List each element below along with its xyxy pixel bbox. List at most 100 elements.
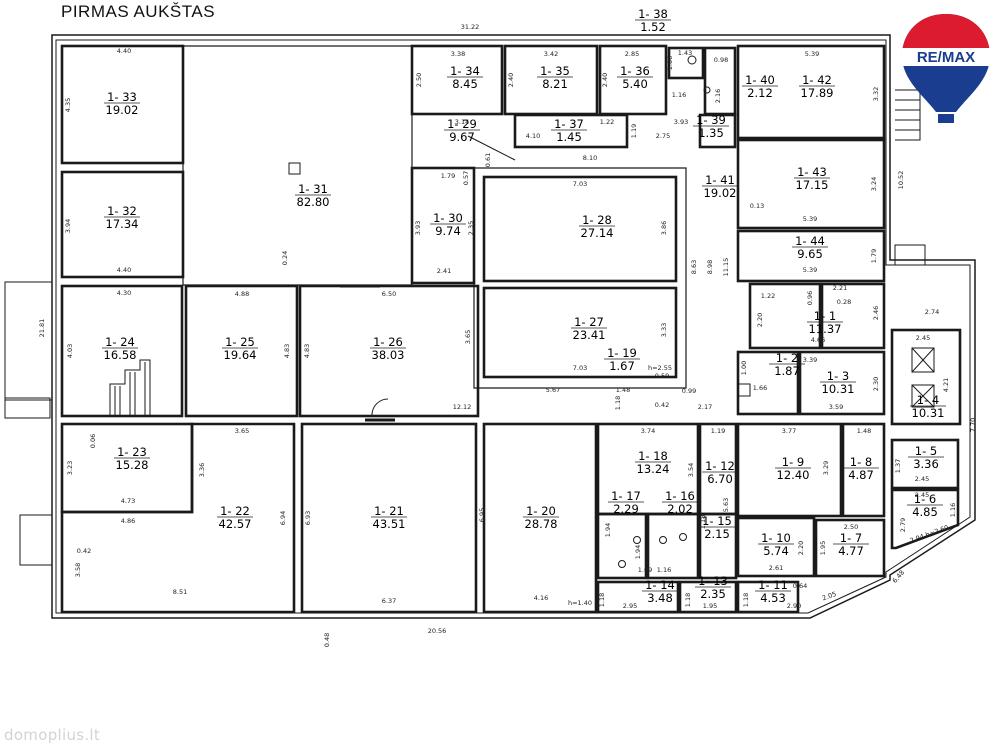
room-id-label: 1- 28 [582, 213, 612, 227]
room-id-label: 1- 1 [814, 309, 836, 323]
dimension-label: 1.79 [441, 172, 455, 180]
dimension-label: 4.40 [117, 47, 131, 55]
room-area-label: 2.35 [700, 587, 726, 601]
room-id-label: 1- 23 [117, 445, 147, 459]
dimension-label: 6.93 [304, 511, 312, 525]
dimension-label: h=1.40 [568, 599, 592, 607]
dimension-label: 5.39 [805, 50, 819, 58]
dimension-label: 7.03 [573, 180, 587, 188]
room-area-label: 3.48 [647, 591, 673, 605]
dimension-label: 2.21 [833, 284, 847, 292]
dimension-label: 3.36 [198, 463, 206, 477]
dimension-label: 2.74 [925, 308, 939, 316]
dimension-label: 7.70 [969, 418, 977, 432]
room-area-label: 4.87 [848, 468, 874, 482]
dimension-label: 0.57 [462, 171, 470, 185]
dimension-label: 1.22 [761, 292, 775, 300]
dimension-label: 1.94 [634, 545, 642, 559]
dimension-label: 2.40 [507, 73, 515, 87]
dimension-label: 2.20 [797, 541, 805, 555]
room-area-label: 17.34 [106, 217, 139, 231]
room-area-label: 5.74 [763, 544, 789, 558]
room-id-label: 1- 6 [914, 492, 936, 506]
dimension-label: 1.95 [819, 541, 827, 555]
room-area-label: 8.21 [542, 77, 568, 91]
room-area-label: 19.02 [106, 103, 139, 117]
dimension-label: 1.18 [684, 593, 692, 607]
dimension-label: 0.42 [655, 401, 669, 409]
room-area-label: 1.45 [556, 130, 582, 144]
room-id-label: 1- 4 [917, 393, 939, 407]
dimension-label: 4.86 [121, 517, 135, 525]
dimension-label: 2.45 [915, 491, 929, 499]
dimension-label: 0.98 [714, 56, 728, 64]
dimension-label: 3.29 [822, 461, 830, 475]
dimension-label: 0.96 [806, 291, 814, 305]
room-id-label: 1- 3 [827, 369, 849, 383]
room-id-label: 1- 17 [611, 489, 641, 503]
dimension-labels: 31.2220.5610.524.404.353.944.404.304.034… [38, 23, 977, 647]
room-area-label: 1.52 [640, 20, 666, 34]
remax-balloon-icon: RE/MAX [902, 14, 990, 123]
stairs-and-fixtures [4, 55, 935, 568]
room-area-label: 3.36 [913, 457, 939, 471]
room-id-label: 1- 43 [797, 165, 827, 179]
dimension-label: 4.73 [121, 497, 135, 505]
dimension-label: 3.24 [870, 177, 878, 191]
room-area-label: 27.14 [581, 226, 614, 240]
dimension-label: 1.09 [638, 566, 652, 574]
room-id-label: 1- 39 [696, 113, 726, 127]
room-area-label: 1.87 [774, 364, 800, 378]
dimension-label: 0.99 [682, 387, 696, 395]
room-id-label: 1- 10 [761, 531, 791, 545]
dimension-label: 12.12 [453, 403, 472, 411]
dimension-label: 3.59 [829, 403, 843, 411]
dimension-label: 0.13 [750, 202, 764, 210]
dimension-label: 4.21 [942, 378, 950, 392]
room-area-label: 43.51 [373, 517, 406, 531]
room-id-label: 1- 41 [705, 173, 735, 187]
room-id-label: 1- 8 [850, 455, 872, 469]
dimension-label: 0.48 [323, 633, 331, 647]
dimension-label: 2.75 [656, 132, 670, 140]
dimension-label: 0.06 [89, 434, 97, 448]
dimension-label: 1.18 [614, 396, 622, 410]
dimension-label: 3.33 [660, 323, 668, 337]
dimension-label: 0.59 [655, 372, 669, 380]
room-id-label: 1- 21 [374, 504, 404, 518]
room-area-label: 10.31 [822, 382, 855, 396]
dimension-label: 2.20 [756, 313, 764, 327]
room-id-label: 1- 35 [540, 64, 570, 78]
dimension-label: 2.46 [872, 306, 880, 320]
dimension-label: 6.37 [382, 597, 396, 605]
room-area-label: 82.80 [297, 195, 330, 209]
dimension-label: 0.42 [77, 547, 91, 555]
room-area-label: 4.85 [912, 505, 938, 519]
dimension-label: 3.65 [464, 330, 472, 344]
dimension-label: 2.35 [467, 221, 475, 235]
dimension-label: 3.74 [641, 427, 655, 435]
room-area-label: 6.70 [707, 472, 733, 486]
plan-title: PIRMAS AUKŠTAS [61, 2, 216, 21]
room-area-label: 10.31 [912, 406, 945, 420]
dimension-label: 3.23 [66, 461, 74, 475]
dimension-label: 3.93 [674, 118, 688, 126]
room-id-label: 1- 31 [298, 182, 328, 196]
room-id-label: 1- 5 [915, 444, 937, 458]
dimension-label: 11.15 [722, 258, 730, 277]
dimension-label: 5.63 [722, 498, 730, 512]
dimension-label: 1.16 [949, 503, 957, 517]
dimension-label: 6.48 [891, 569, 906, 585]
room-id-label: 1- 38 [638, 7, 668, 21]
dimension-label: 1.22 [600, 118, 614, 126]
dimension-label: 2.30 [872, 377, 880, 391]
room-area-label: 19.02 [704, 186, 737, 200]
room-id-label: 1- 12 [705, 459, 735, 473]
room-area-label: 19.64 [224, 348, 257, 362]
room-area-label: 9.65 [797, 247, 823, 261]
room-id-label: 1- 34 [450, 64, 480, 78]
dimension-label: 1.16 [657, 566, 671, 574]
room-area-label: 9.67 [449, 130, 475, 144]
dimension-label: 4.40 [117, 266, 131, 274]
